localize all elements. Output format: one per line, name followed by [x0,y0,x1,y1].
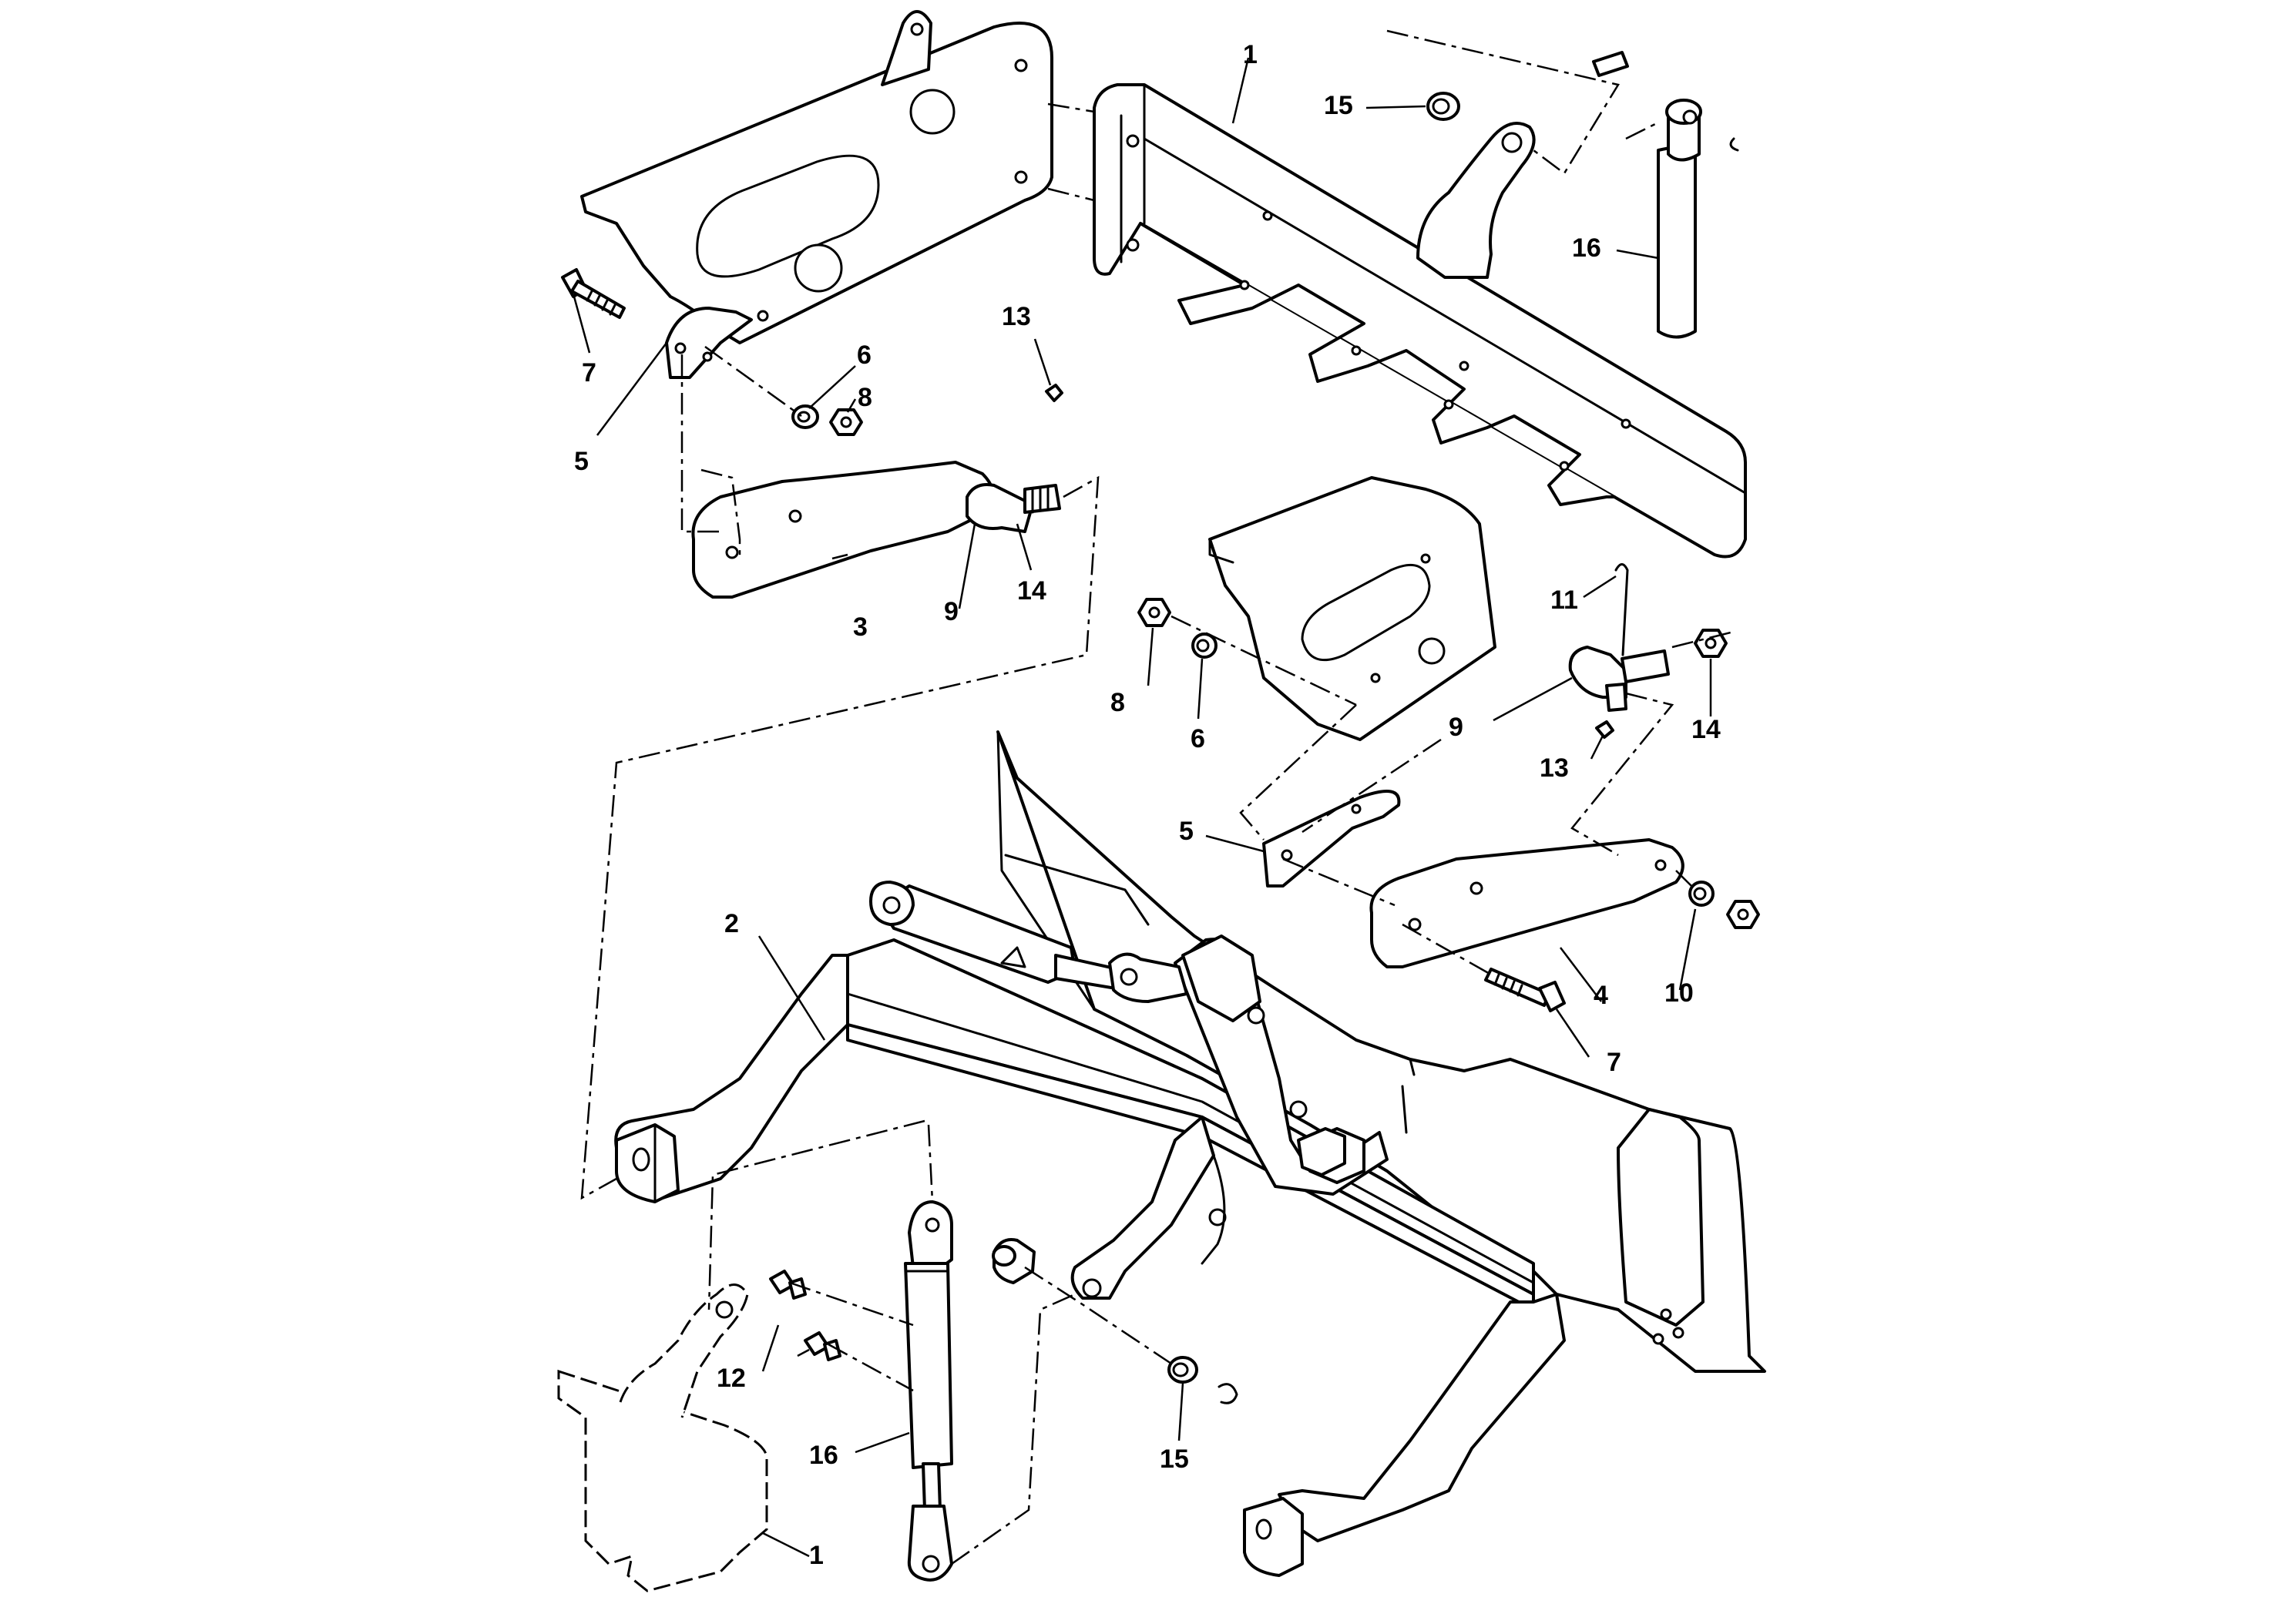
callout-7-top: 7 [582,358,596,388]
callout-4: 4 [1594,981,1608,1010]
bushing-bottom [1167,1356,1238,1404]
callout-labels: 1 1 2 3 4 5 5 6 6 7 7 8 8 9 9 10 11 12 1… [574,40,1721,1570]
tractor-mount-plate [580,10,1053,344]
main-frame-reference-ghost [557,1283,768,1592]
callout-3: 3 [853,612,868,642]
callout-6-top: 6 [857,341,872,370]
callout-16-top: 16 [1572,233,1601,263]
callout-16-bottom: 16 [809,1441,838,1470]
assembly-lines [580,29,1735,1565]
left-side-arm [691,461,995,599]
bushing-top [1426,92,1460,121]
dozer-blade [996,730,1766,1373]
callout-1-bottom: 1 [809,1541,824,1570]
ball-joint-top [966,483,1061,533]
hinge-block [1297,1127,1346,1176]
shim-plate-mid [1262,790,1401,887]
grease-nipple-mid [1595,720,1614,739]
main-mounting-frame [1093,83,1747,559]
grease-nipple-12b [804,1331,841,1361]
callout-5-mid: 5 [1179,817,1194,846]
center-mount-plate [1208,476,1496,741]
washer-mid [1191,632,1218,659]
push-arm-left [614,954,849,1203]
nut-mid [1137,598,1171,627]
grease-nipple-top [1045,384,1063,402]
callout-7-mid: 7 [1607,1048,1621,1077]
nut-right [1694,629,1728,658]
callout-8-top: 8 [858,383,872,412]
callout-14-mid: 14 [1691,715,1721,744]
callout-15-top: 15 [1324,91,1353,120]
nut-right-lower [1726,900,1760,929]
washer-top [791,404,819,429]
pivot-bracket [1174,934,1389,1196]
blade-lift-arm [1070,1116,1227,1300]
split-pin [1614,563,1629,656]
lift-arm-bracket [1416,122,1536,279]
callout-13-top: 13 [1002,302,1031,331]
callout-1-top: 1 [1243,40,1258,69]
shim-plate-top [665,307,753,379]
lift-cylinder-bottom [904,1200,953,1582]
callout-9-top: 9 [944,597,959,626]
lift-cylinder-top [1592,51,1739,339]
callout-9-mid: 9 [1449,713,1463,742]
bolt-mid [1484,968,1566,1012]
washer-right [1688,881,1715,907]
callout-5-top: 5 [574,447,589,476]
angle-cylinder [869,881,1188,1003]
push-arm-right [1243,1293,1566,1577]
callout-2: 2 [724,909,739,938]
callout-6-mid: 6 [1191,724,1205,753]
nut-top [829,408,863,436]
grease-nipple-12a [769,1270,807,1300]
callout-11: 11 [1550,586,1578,615]
callout-15-bottom: 15 [1160,1444,1189,1474]
callout-13-mid: 13 [1540,753,1569,783]
pivot-pin-bottom [992,1238,1036,1284]
callout-12: 12 [717,1364,746,1393]
bolt-top [561,268,626,319]
callout-10: 10 [1664,978,1694,1008]
callout-14-top: 14 [1017,576,1046,606]
right-side-arm [1369,838,1684,968]
ball-joint-mid [1568,646,1670,712]
leader-lines [573,57,1712,1558]
callout-8-mid: 8 [1110,688,1125,717]
